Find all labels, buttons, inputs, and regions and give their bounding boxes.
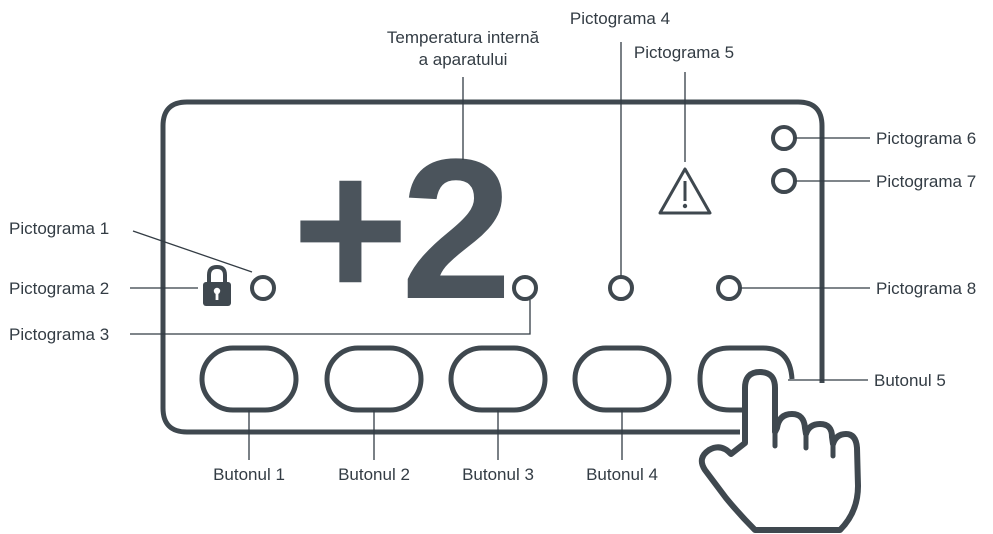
label-pictogram-3: Pictograma 3: [9, 325, 109, 344]
label-button-1: Butonul 1: [213, 465, 285, 484]
label-button-5: Butonul 5: [874, 371, 946, 390]
warning-triangle-icon: [658, 167, 712, 215]
lock-icon: [203, 264, 231, 306]
pictogram-6: [771, 125, 797, 151]
button-1[interactable]: [199, 345, 299, 413]
pictogram-4: [608, 275, 634, 301]
label-pictogram-6: Pictograma 6: [876, 129, 976, 148]
temperature-display: +2: [292, 118, 505, 341]
label-pictogram-2: Pictograma 2: [9, 279, 109, 298]
control-panel-outline: [160, 99, 825, 435]
label-button-2: Butonul 2: [338, 465, 410, 484]
leader-pictogram-1: [132, 230, 253, 273]
leader-pictogram-3: [130, 300, 531, 335]
label-pictogram-5: Pictograma 5: [634, 43, 734, 62]
label-pictogram-8: Pictograma 8: [876, 279, 976, 298]
label-temperature-line1: Temperatura internă: [387, 28, 540, 47]
label-pictogram-1: Pictograma 1: [9, 219, 109, 238]
button-2[interactable]: [324, 345, 424, 413]
label-pictogram-7: Pictograma 7: [876, 172, 976, 191]
pictogram-7: [771, 168, 797, 194]
label-button-4: Butonul 4: [586, 465, 658, 484]
pictogram-8: [716, 275, 742, 301]
label-temperature-line2: a aparatului: [419, 50, 508, 69]
button-4[interactable]: [572, 345, 672, 413]
pictogram-1: [250, 275, 276, 301]
pictogram-3: [512, 275, 538, 301]
label-button-3: Butonul 3: [462, 465, 534, 484]
label-pictogram-4: Pictograma 4: [570, 9, 670, 28]
pointing-hand-icon: [698, 369, 861, 533]
button-3[interactable]: [448, 345, 548, 413]
